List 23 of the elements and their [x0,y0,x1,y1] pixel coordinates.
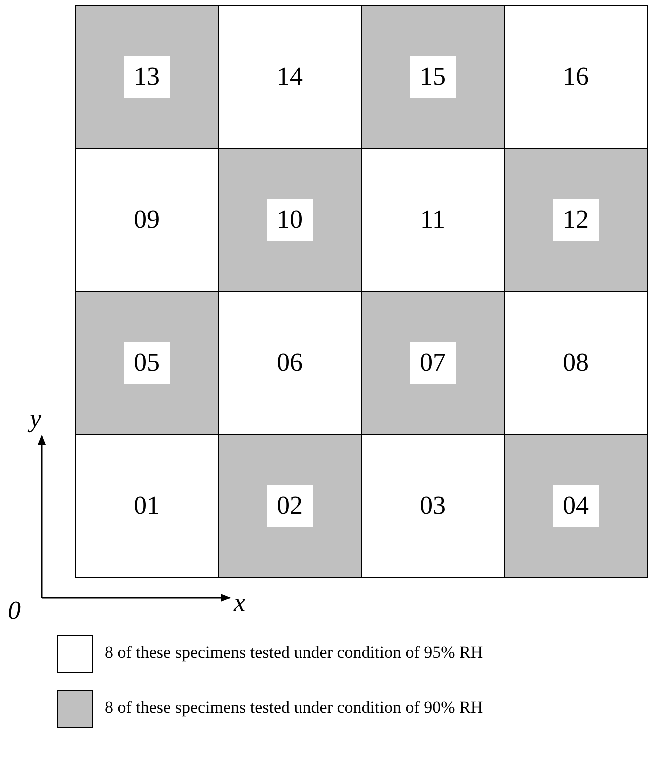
specimen-number: 04 [553,485,599,527]
specimen-number: 02 [267,485,313,527]
specimen-number: 07 [410,342,456,384]
specimen-cell [361,291,505,435]
specimen-number: 12 [553,199,599,241]
specimen-cell [504,148,648,292]
specimen-cell [218,434,362,578]
specimen-cell [504,434,648,578]
specimen-number: 13 [124,56,170,98]
specimen-cell [75,291,219,435]
specimen-cell [361,5,505,149]
axis-label: 0 [8,597,21,625]
legend-text: 8 of these specimens tested under condition of 95% RH [105,643,484,663]
specimen-cell [218,148,362,292]
specimen-cell [504,5,648,149]
specimen-cell [75,434,219,578]
specimen-number: 05 [124,342,170,384]
specimen-number: 15 [410,56,456,98]
axis-label: x [234,589,246,617]
axis-label: y [30,405,42,433]
specimen-cell [75,5,219,149]
specimen-number: 10 [267,199,313,241]
legend-text: 8 of these specimens tested under condition of 90% RH [105,698,484,718]
